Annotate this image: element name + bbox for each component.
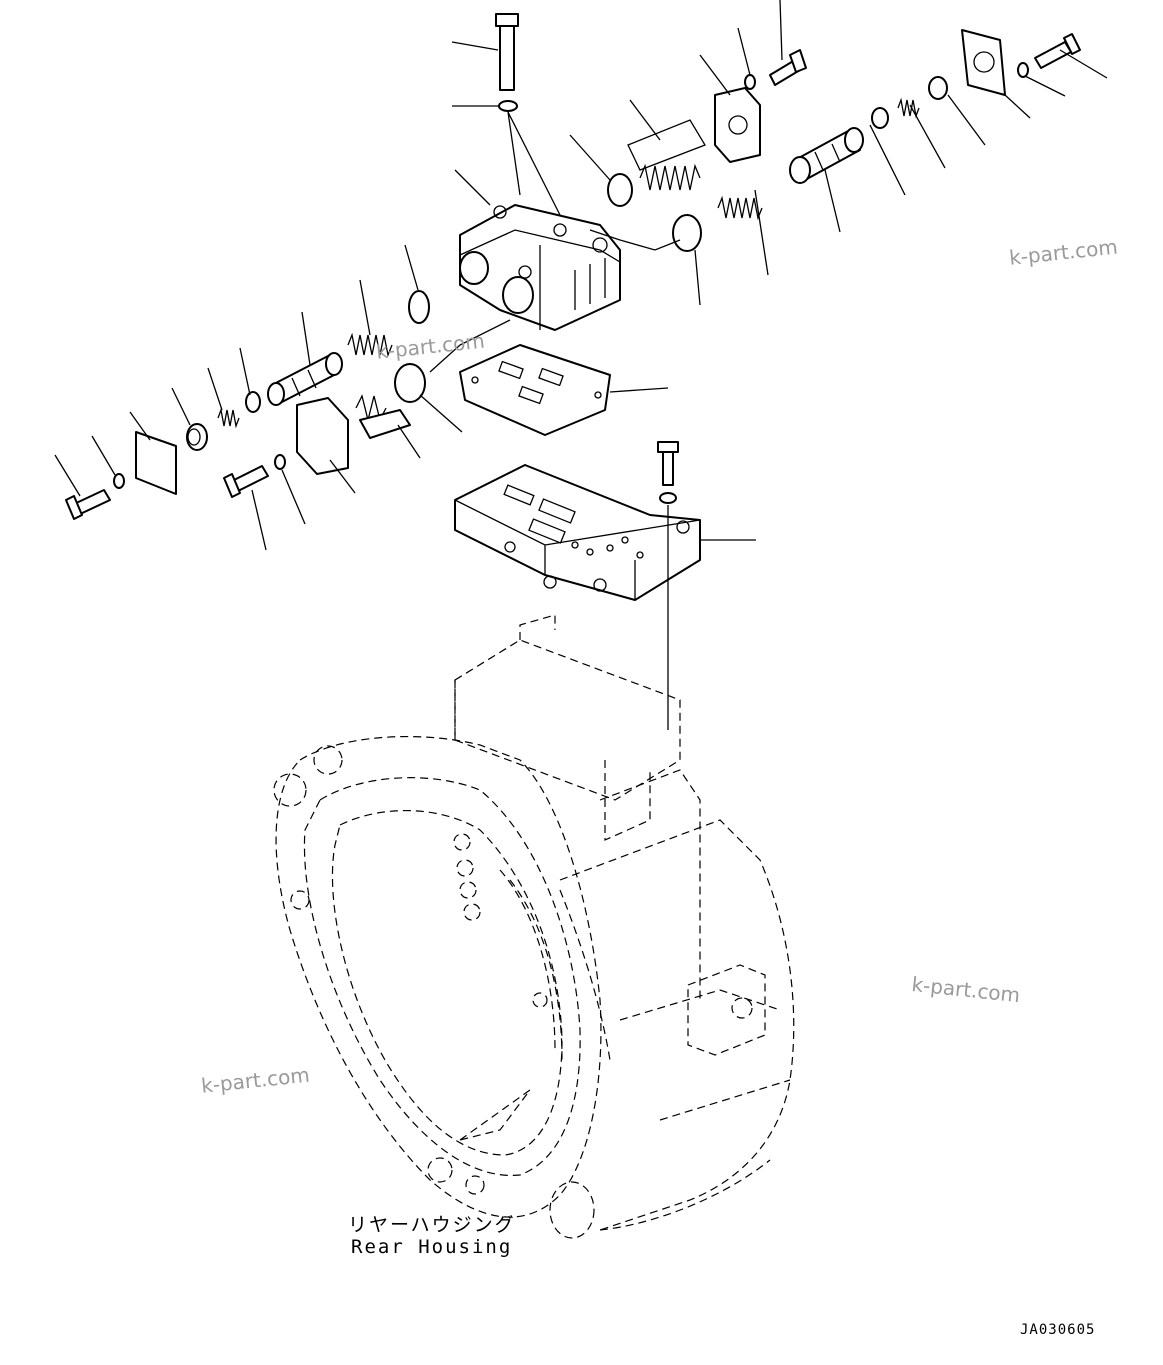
rear-housing-label-en: Rear Housing [351,1236,513,1258]
drawing-code: JA030605 [1020,1322,1096,1338]
valve-body-lower [454,464,701,601]
lower-valve-bolt [657,441,679,730]
left-valve-parts [65,290,430,520]
rear-housing-label-ja: リヤーハウジング [348,1214,516,1236]
leader-lines [54,0,1108,551]
right-valve-parts [495,13,1081,252]
rear-housing-outline [273,614,795,1239]
separator-gasket [459,344,611,436]
valve-body-upper [459,204,621,331]
